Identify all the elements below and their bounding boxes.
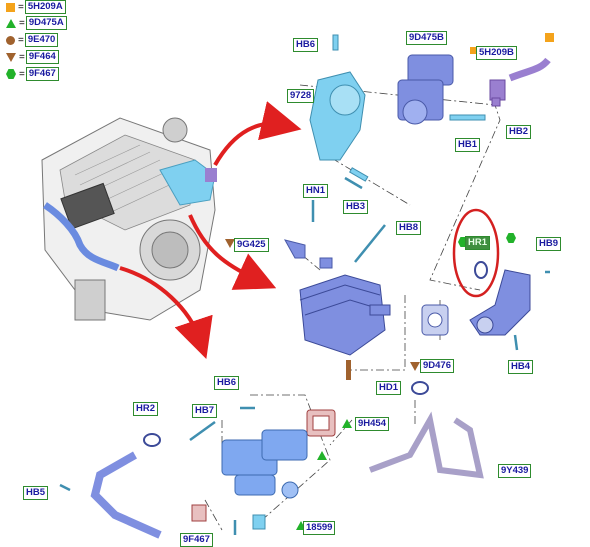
legend-code-5h209a[interactable]: 5H209A [24,0,66,14]
callout-hd1[interactable]: HD1 [376,381,402,395]
callout-9f467[interactable]: 9F467 [180,533,213,547]
brown-down-triangle-icon [6,52,16,62]
egr-tube-9y439 [368,411,484,479]
green-hexagon-icon [6,69,16,79]
green-triangle-icon [296,521,306,530]
callout-hn1[interactable]: HN1 [303,184,329,198]
egr-elbow-pipe [469,269,531,336]
orange-square-icon [6,2,15,12]
clamp-hd1 [411,381,429,395]
callout-hr2[interactable]: HR2 [133,402,159,416]
callout-5h209b[interactable]: 5H209B [476,46,517,60]
callout-9d475b[interactable]: 9D475B [406,31,447,45]
legend-code-9f467[interactable]: 9F467 [25,67,59,81]
green-hexagon-icon [506,233,516,243]
legend-item-triangle: = 9D475A [6,16,67,30]
callout-hb5[interactable]: HB5 [23,486,49,500]
callout-hb2[interactable]: HB2 [506,125,532,139]
callout-hb4[interactable]: HB4 [508,360,534,374]
egr-cooler [299,274,391,380]
callout-9g425[interactable]: 9G425 [234,238,269,252]
legend-code-9f464[interactable]: 9F464 [25,50,59,64]
callout-hb9[interactable]: HB9 [536,237,562,251]
legend-item-down-triangle: = 9F464 [6,50,59,64]
egr-valve-lower [221,429,308,499]
pipe-fitting-9g425 [284,239,333,269]
throttle-body [397,54,486,125]
lower-egr-pipe [90,451,162,539]
brown-circle-icon [6,35,15,45]
legend-item-square: = 5H209A [6,0,66,14]
callout-hb6-bottom[interactable]: HB6 [214,376,240,390]
callout-hb1[interactable]: HB1 [455,138,481,152]
callout-hb7[interactable]: HB7 [192,404,218,418]
callout-hr1[interactable]: HR1 [465,236,491,250]
legend-code-9d475a[interactable]: 9D475A [25,16,67,30]
callout-9728[interactable]: 9728 [287,89,315,103]
callout-9h454[interactable]: 9H454 [355,417,389,431]
callout-9y439[interactable]: 9Y439 [498,464,532,478]
egr-sensor [470,33,554,107]
gasket-9d476 [421,304,449,336]
gasket-9h454 [306,409,336,437]
gasket-small [191,504,207,522]
green-triangle-icon [342,419,352,428]
legend-code-9e470[interactable]: 9E470 [24,33,59,47]
bolts [59,176,550,535]
legend-item-circle: = 9E470 [6,33,59,47]
green-hexagon-icon [458,237,468,247]
highlight-ring [452,208,500,298]
brown-down-triangle-icon [410,362,420,371]
legend-item-hexagon: = 9F467 [6,67,59,81]
o-ring-hr2 [143,433,161,447]
water-pump [309,34,369,182]
sensor-18599 [252,514,266,530]
red-arrows [119,101,302,359]
callout-9d476[interactable]: 9D476 [420,359,454,373]
callout-hb3[interactable]: HB3 [343,200,369,214]
callout-hb8[interactable]: HB8 [396,221,422,235]
engine-assembly [41,117,217,321]
callout-18599[interactable]: 18599 [303,521,336,535]
green-triangle-icon [6,18,16,28]
callout-hb6-top[interactable]: HB6 [293,38,319,52]
green-triangle-icon [317,451,327,460]
brown-down-triangle-icon [225,239,235,248]
o-ring-hr1 [474,261,488,279]
